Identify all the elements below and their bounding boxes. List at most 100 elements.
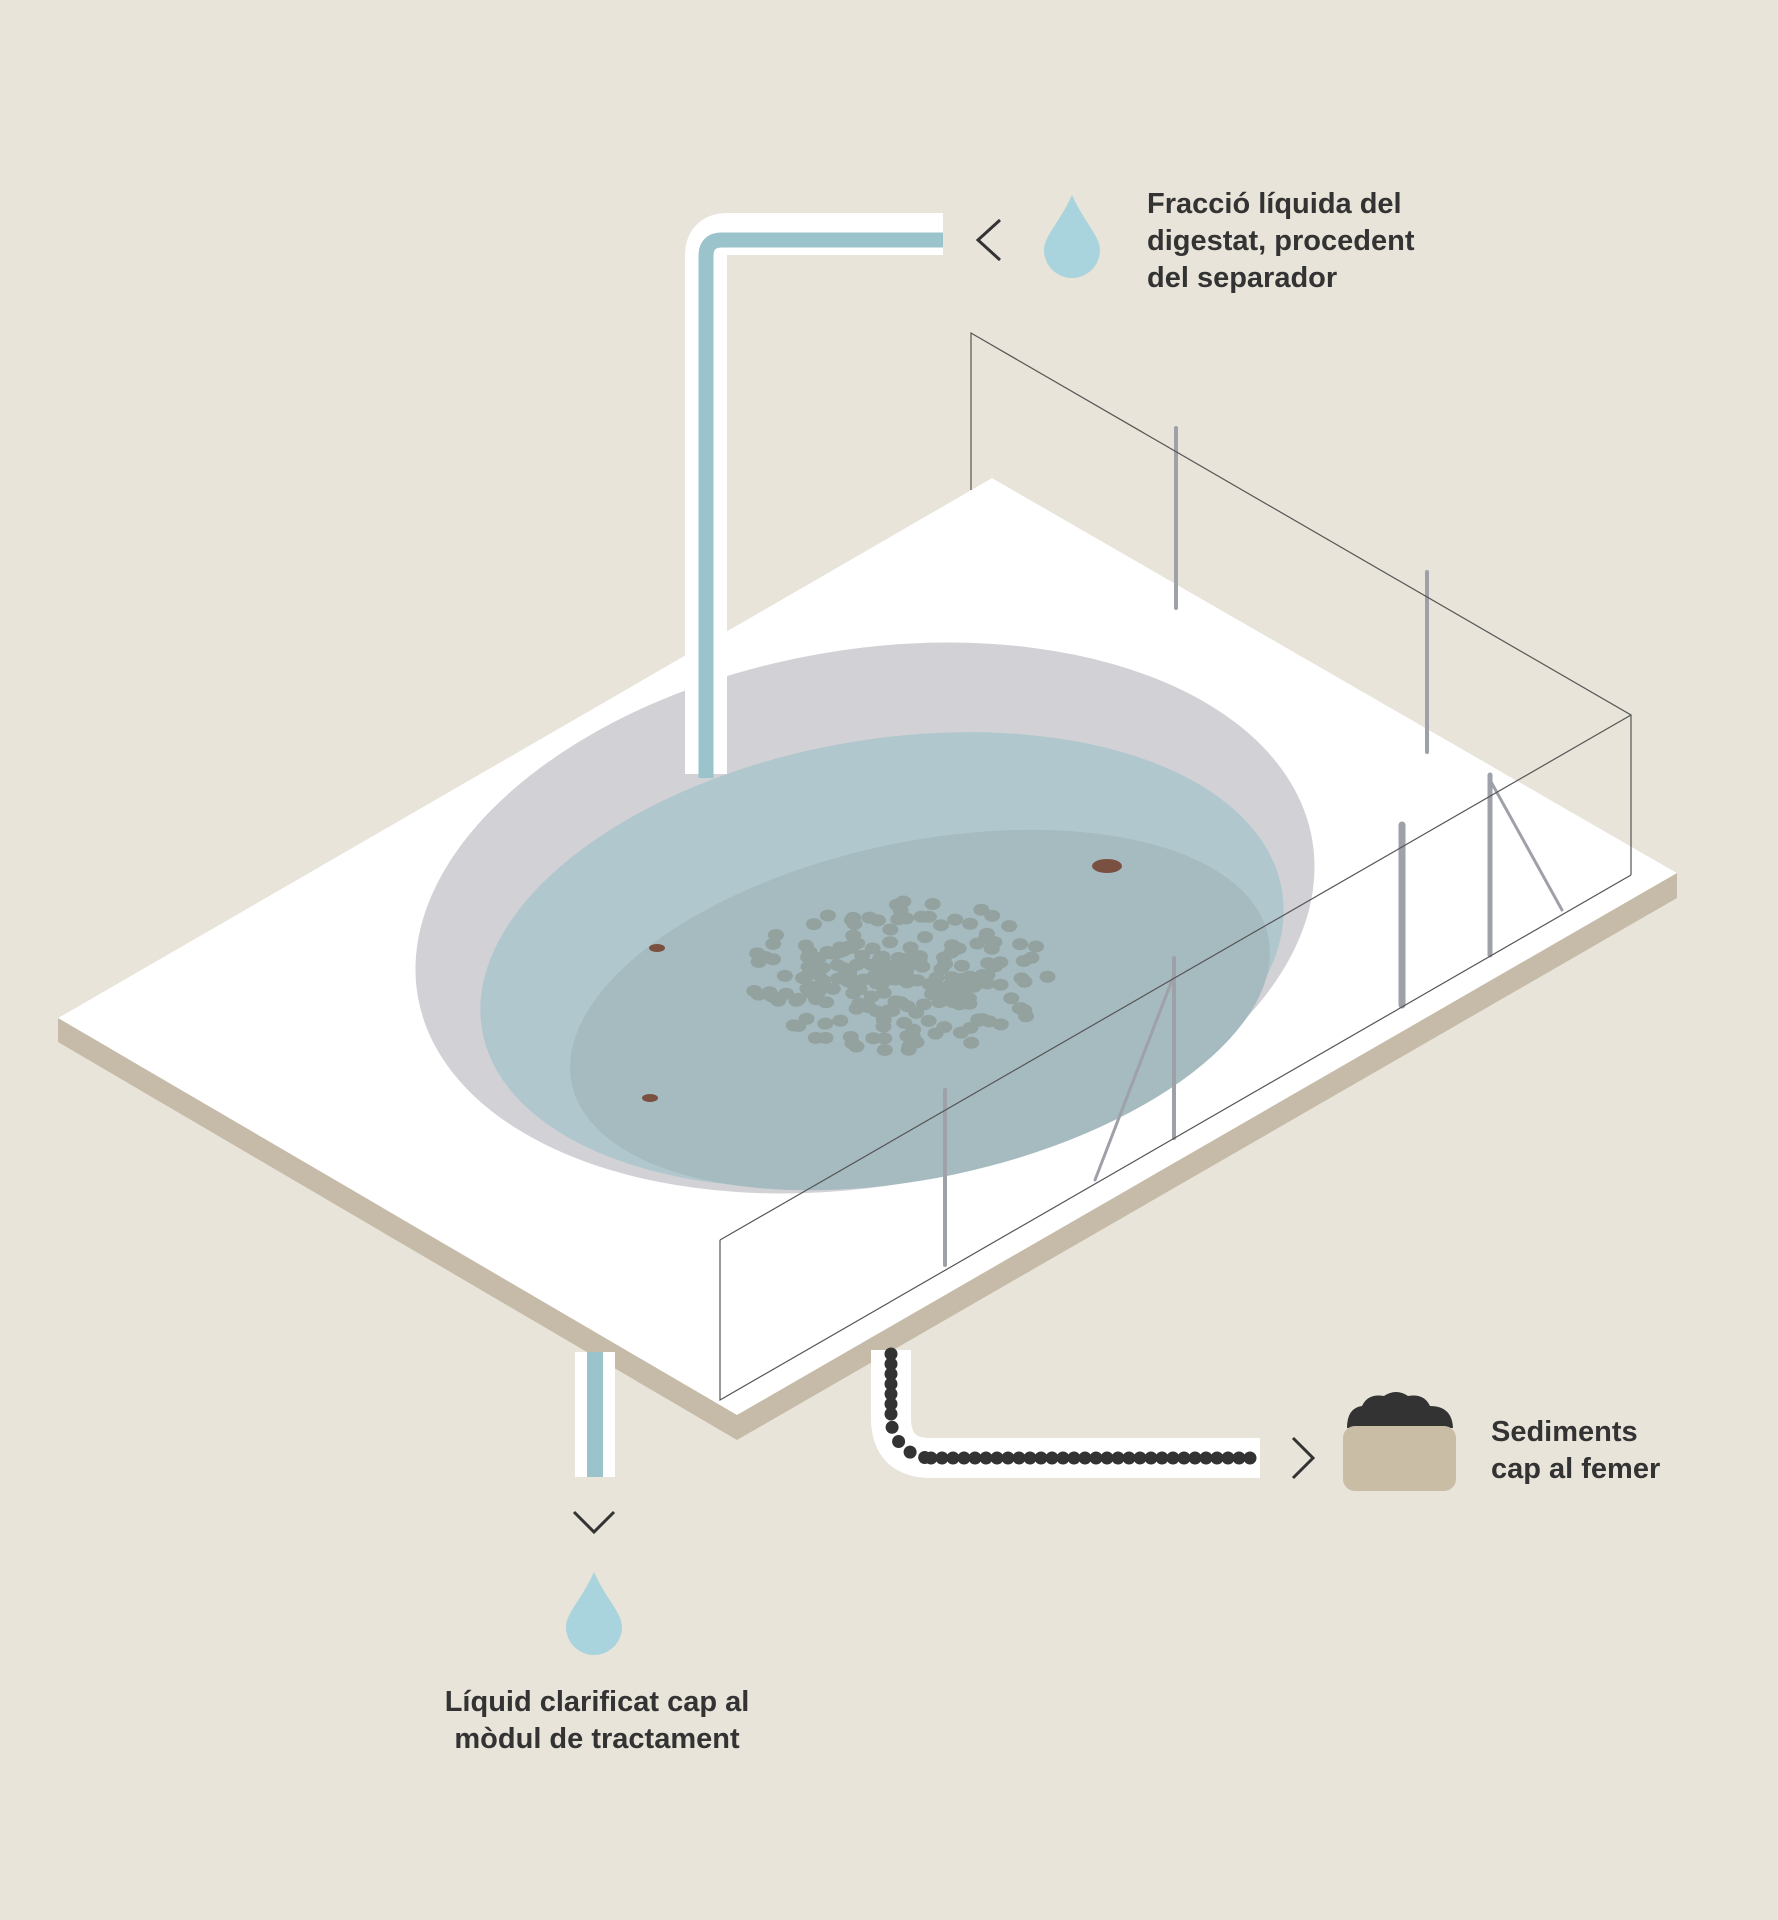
- outflow-label: Líquid clarificat cap al mòdul de tracta…: [397, 1684, 797, 1758]
- sediment-bead: [1056, 1451, 1070, 1465]
- water-drop-icon: [566, 1572, 622, 1655]
- sediment-bead: [1210, 1451, 1224, 1465]
- sediment-pipe: [871, 1347, 1260, 1478]
- sediment-bead: [1199, 1451, 1213, 1465]
- sediment-bead: [1122, 1451, 1136, 1465]
- inflow-pipe-liquid: [698, 232, 943, 778]
- sediment-bead: [1100, 1451, 1114, 1465]
- floating-particle: [642, 1094, 658, 1102]
- sludge-particle: [819, 945, 836, 958]
- sediment-bead: [924, 1451, 938, 1465]
- sludge-particle: [865, 1032, 882, 1045]
- sediment-bead: [1078, 1451, 1092, 1465]
- sludge-particle: [776, 969, 793, 982]
- sludge-particle: [941, 991, 958, 1003]
- sludge-particle: [863, 958, 880, 971]
- fence-post: [1093, 973, 1176, 1182]
- sludge-particle: [927, 1027, 944, 1040]
- sludge-particle: [933, 919, 949, 932]
- basin: [415, 642, 1315, 1194]
- sediment-bin-icon: [1343, 1392, 1456, 1491]
- sludge-pile: [746, 895, 1056, 1056]
- sludge-particle: [902, 941, 919, 954]
- sludge-particle: [960, 992, 977, 1005]
- sludge-particle: [890, 913, 907, 926]
- sediment-bead: [1067, 1451, 1081, 1465]
- sludge-particle: [892, 996, 909, 1009]
- sediment-chain: [884, 1347, 1257, 1465]
- fence-wire-front: [719, 874, 1632, 1402]
- sediment-bead: [885, 1420, 899, 1434]
- sludge-particle: [873, 977, 890, 990]
- fence-wire-top-front: [719, 714, 1632, 1241]
- sludge-particle: [842, 940, 858, 952]
- sediments-label: Sediments cap al femer: [1491, 1414, 1660, 1488]
- chevron-left-icon: [975, 218, 1002, 262]
- sludge-particle: [854, 949, 871, 962]
- sludge-particle: [899, 1030, 916, 1042]
- sediment-bead: [1023, 1451, 1037, 1465]
- sediment-bead: [1034, 1451, 1048, 1465]
- sludge-particle: [765, 937, 782, 950]
- sediment-bead: [884, 1387, 898, 1401]
- sludge-particle: [869, 914, 886, 927]
- sediments-label-line: cap al femer: [1491, 1453, 1661, 1485]
- sediment-bead: [968, 1451, 982, 1465]
- sludge-particle: [1015, 955, 1032, 967]
- sediment-bead: [935, 1451, 949, 1465]
- sediment-bead: [884, 1367, 898, 1381]
- sludge-particle: [900, 1043, 917, 1056]
- sludge-particle: [944, 939, 961, 952]
- sediment-bead: [1111, 1451, 1125, 1465]
- sludge-particle: [896, 1016, 913, 1029]
- sediment-bead: [990, 1451, 1004, 1465]
- outflow-label-line: Líquid clarificat cap al: [444, 1686, 750, 1718]
- sludge-particle: [992, 978, 1009, 991]
- sludge-particle: [973, 903, 990, 916]
- sludge-particle: [845, 987, 862, 1000]
- sediment-bead: [884, 1377, 898, 1391]
- outflow-label-line: mòdul de tractament: [454, 1723, 740, 1755]
- floating-particle: [1092, 859, 1122, 873]
- sludge-particle: [1012, 1002, 1029, 1015]
- inflow-label-line: del separador: [1147, 262, 1338, 294]
- sludge-particle: [818, 996, 835, 1009]
- sludge-particle: [979, 977, 996, 990]
- sludge-particle: [962, 917, 979, 930]
- sludge-particle: [868, 1005, 885, 1018]
- sludge-particle: [909, 974, 926, 987]
- sludge-particle: [880, 1004, 897, 1017]
- sediment-bead: [1243, 1451, 1257, 1465]
- fence-wire-back: [970, 331, 1632, 875]
- sludge-particle: [817, 1017, 834, 1030]
- sludge-particle: [1028, 940, 1044, 953]
- sediment-bead: [884, 1407, 898, 1421]
- sludge-particle: [788, 994, 805, 1007]
- sludge-particle: [842, 1030, 859, 1043]
- sediment-bead: [1012, 1451, 1026, 1465]
- sludge-particle: [913, 910, 930, 923]
- sediment-bead: [1232, 1451, 1246, 1465]
- sludge-particle: [876, 1044, 893, 1056]
- sludge-particle: [992, 1018, 1009, 1031]
- sludge-particle: [1016, 975, 1033, 988]
- sludge-particle: [1003, 992, 1020, 1005]
- sediment-bead: [1133, 1451, 1147, 1465]
- sediment-bead: [892, 1435, 906, 1448]
- inflow-label-line: digestat, procedent: [1147, 225, 1415, 257]
- chevron-down-icon: [572, 1510, 616, 1535]
- sludge-particle: [864, 942, 881, 955]
- sludge-particle: [942, 978, 959, 991]
- sediment-bead: [884, 1397, 898, 1411]
- sludge-particle: [876, 1032, 893, 1045]
- sludge-particle: [874, 950, 891, 963]
- sludge-particle: [937, 958, 953, 971]
- sludge-particle: [824, 982, 841, 995]
- sludge-particle: [889, 898, 905, 911]
- outflow-pipe-liquid: [587, 1352, 603, 1477]
- sludge-particle: [802, 986, 819, 999]
- sludge-particle: [1012, 938, 1029, 951]
- sludge-particle: [920, 1014, 937, 1027]
- inflow-label-line: Fracció líquida del: [1147, 188, 1402, 220]
- sludge-particle: [761, 986, 778, 999]
